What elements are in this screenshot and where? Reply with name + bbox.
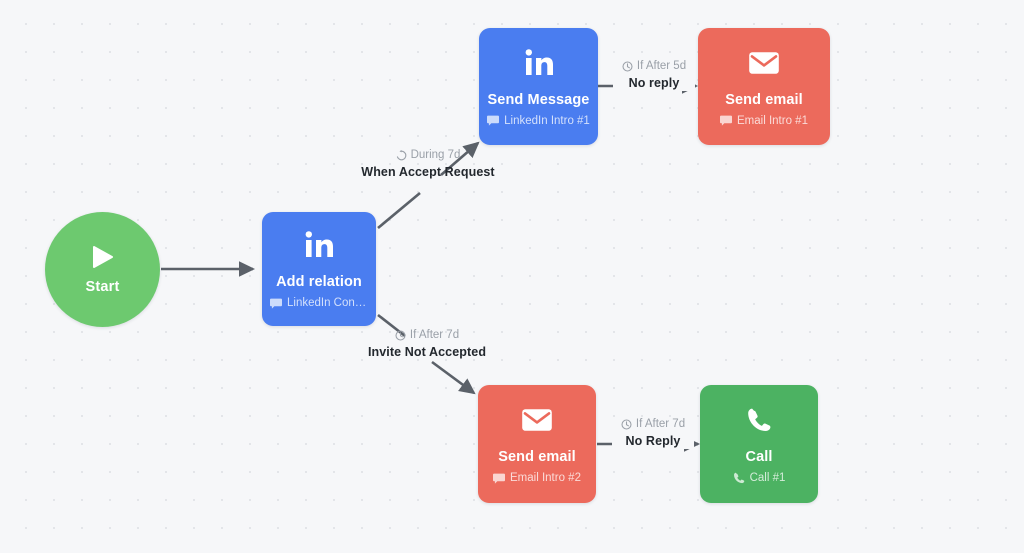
- phone-icon: [733, 472, 745, 484]
- node-start-label: Start: [85, 278, 120, 295]
- node-send-email-1-subtitle: Email Intro #1: [712, 115, 816, 128]
- linkedin-icon: [524, 46, 554, 80]
- node-send-email-1[interactable]: Send email Email Intro #1: [698, 28, 830, 145]
- edge-label-accept-text: When Accept Request: [361, 164, 495, 179]
- node-call-title: Call: [745, 449, 773, 466]
- edge-condition-message-no-reply-text: If After 5d: [636, 60, 687, 72]
- envelope-icon: [748, 46, 780, 80]
- edge-label-message-no-reply-text: No reply: [628, 75, 680, 91]
- node-call[interactable]: Call Call #1: [700, 385, 818, 503]
- edge-label-accept-branch[interactable]: During 7d When Accept Request: [361, 149, 495, 180]
- edge-condition-accept: During 7d: [396, 149, 461, 163]
- refresh-icon: [396, 150, 407, 161]
- clock-icon: [395, 330, 406, 341]
- node-send-message-subtitle-text: LinkedIn Intro #1: [504, 114, 590, 127]
- edge-label-email-no-reply[interactable]: If After 7d No Reply: [612, 418, 694, 449]
- phone-icon: [746, 403, 772, 437]
- node-add-relation-title: Add relation: [276, 274, 362, 291]
- node-send-email-1-title: Send email: [725, 91, 803, 108]
- node-send-email-2-title: Send email: [498, 449, 576, 466]
- chat-bubble-icon: [487, 115, 500, 126]
- edge-condition-email-no-reply-text: If After 7d: [635, 418, 686, 430]
- node-send-message[interactable]: Send Message LinkedIn Intro #1: [479, 28, 598, 145]
- node-start[interactable]: Start: [45, 212, 160, 327]
- node-call-subtitle-text: Call #1: [749, 472, 786, 485]
- edge-condition-email-no-reply: If After 7d: [621, 418, 685, 432]
- chat-bubble-icon: [720, 115, 733, 126]
- edge-condition-not-accepted-text: If After 7d: [409, 329, 460, 341]
- edge-label-not-accepted-text: Invite Not Accepted: [367, 344, 487, 359]
- clock-icon: [622, 61, 633, 72]
- edge-condition-message-no-reply: If After 5d: [622, 60, 686, 74]
- edge-label-message-no-reply[interactable]: If After 5d No reply: [613, 60, 695, 91]
- envelope-icon: [521, 403, 553, 437]
- node-add-relation[interactable]: Add relation LinkedIn Conta...: [262, 212, 376, 326]
- edge-label-not-accepted-branch[interactable]: If After 7d Invite Not Accepted: [362, 329, 492, 360]
- chat-bubble-icon: [493, 473, 506, 484]
- node-send-message-subtitle: LinkedIn Intro #1: [479, 115, 598, 128]
- node-add-relation-subtitle: LinkedIn Conta...: [262, 297, 376, 310]
- node-add-relation-subtitle-text: LinkedIn Conta...: [287, 297, 368, 310]
- node-send-email-2-subtitle-text: Email Intro #2: [510, 472, 581, 485]
- node-call-subtitle: Call #1: [725, 472, 794, 485]
- edge-condition-accept-text: During 7d: [410, 149, 461, 161]
- linkedin-icon: [304, 228, 334, 262]
- play-icon: [92, 245, 114, 269]
- node-send-email-2[interactable]: Send email Email Intro #2: [478, 385, 596, 503]
- node-send-email-1-subtitle-text: Email Intro #1: [737, 114, 808, 127]
- clock-icon: [621, 419, 632, 430]
- edge-label-email-no-reply-text: No Reply: [625, 433, 681, 449]
- chat-bubble-icon: [270, 298, 282, 309]
- edge-condition-not-accepted: If After 7d: [395, 329, 459, 343]
- node-send-message-title: Send Message: [487, 91, 590, 108]
- node-send-email-2-subtitle: Email Intro #2: [485, 472, 589, 485]
